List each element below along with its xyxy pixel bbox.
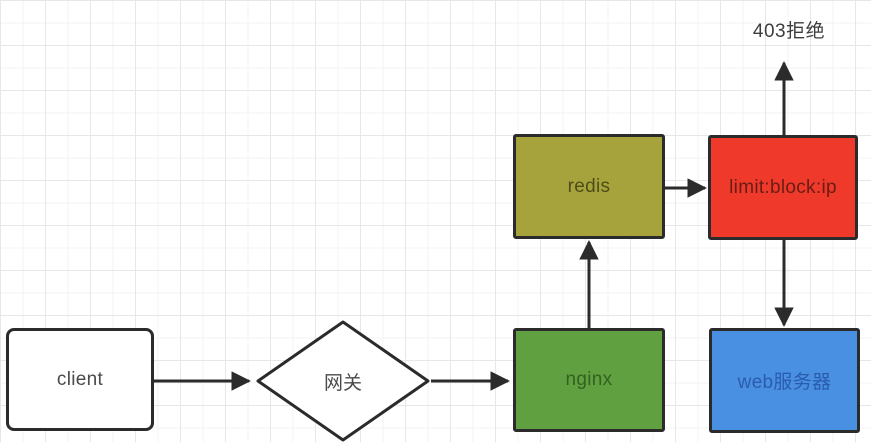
node-web-server-label: web服务器	[737, 372, 832, 393]
node-redis-label: redis	[567, 175, 611, 197]
node-nginx[interactable]: nginx	[513, 328, 665, 432]
node-web-server[interactable]: web服务器	[709, 328, 860, 433]
node-gateway-label: 网关	[323, 372, 362, 394]
reject-403-label: 403拒绝	[752, 21, 826, 42]
gateway-diamond-shape[interactable]	[256, 320, 430, 442]
node-limit-block-ip[interactable]: limit:block:ip	[708, 135, 858, 240]
node-gateway[interactable]: 网关	[255, 319, 431, 442]
node-redis[interactable]: redis	[513, 134, 665, 239]
node-limit-block-ip-label: limit:block:ip	[729, 176, 837, 198]
node-client-label: client	[56, 368, 104, 390]
node-nginx-label: nginx	[565, 369, 613, 390]
node-client[interactable]: client	[6, 328, 154, 431]
